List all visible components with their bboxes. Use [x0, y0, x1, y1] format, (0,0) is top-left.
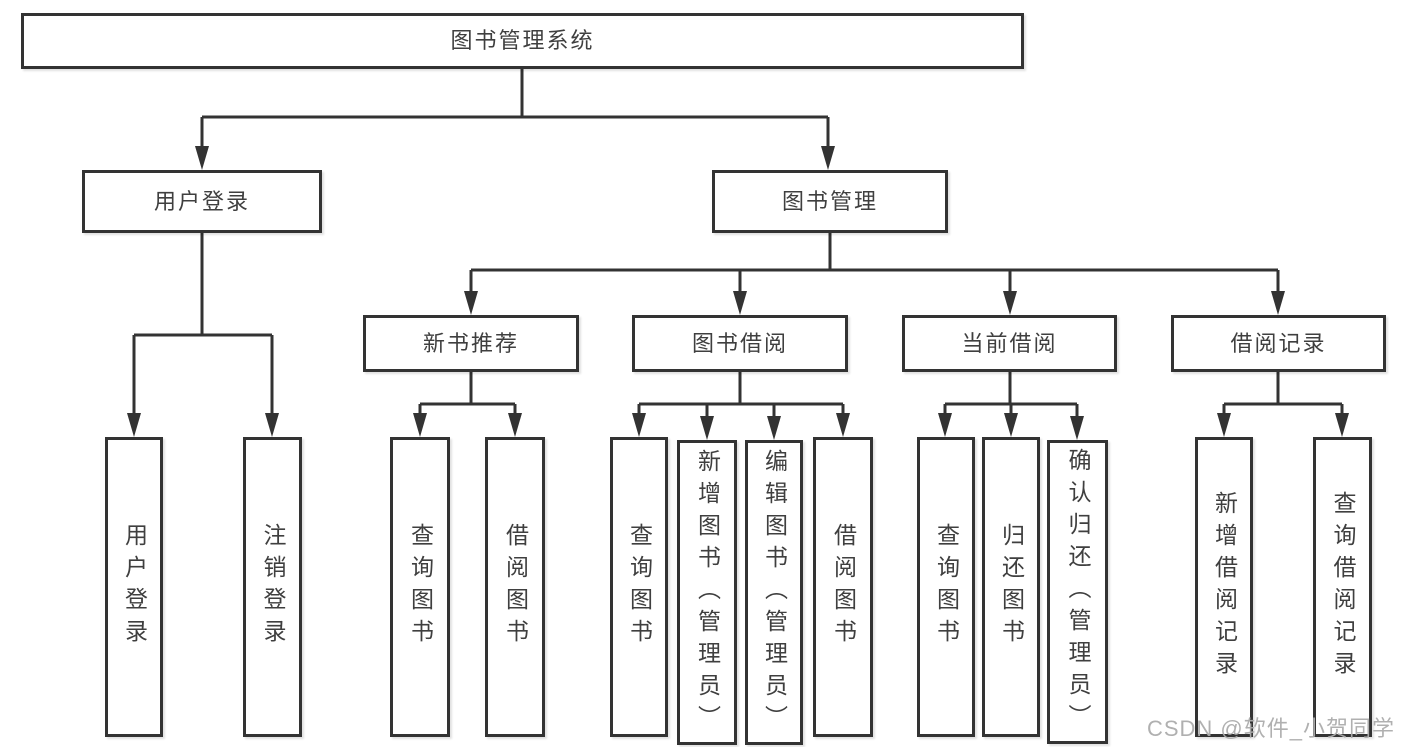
- node-return-book: 归还图书: [982, 437, 1040, 737]
- arrowheads: [127, 146, 1349, 440]
- node-label: 借阅记录: [1230, 330, 1327, 356]
- node-current-borrowing: 当前借阅: [902, 315, 1117, 372]
- node-add-book-admin: 新增图书（管理员）: [677, 440, 737, 745]
- node-label: 图书管理: [781, 188, 878, 214]
- node-query-books-borrowing: 查询图书: [610, 437, 668, 737]
- node-label: 新增图书（管理员）: [694, 448, 721, 737]
- node-confirm-return-admin: 确认归还（管理员）: [1047, 440, 1108, 744]
- watermark: CSDN @软件_小贺同学: [1146, 716, 1395, 741]
- node-label: 查询图书: [933, 523, 960, 651]
- node-user-login-group: 用户登录: [82, 170, 322, 233]
- node-logout: 注销登录: [243, 437, 302, 737]
- node-library-management-system: 图书管理系统: [21, 13, 1024, 69]
- node-borrowing-records: 借阅记录: [1171, 315, 1386, 372]
- node-new-book-recommendation: 新书推荐: [363, 315, 579, 372]
- node-label: 查询借阅记录: [1330, 491, 1356, 683]
- node-book-management: 图书管理: [712, 170, 948, 233]
- node-label: 用户登录: [121, 523, 148, 651]
- node-label: 注销登录: [260, 523, 286, 651]
- node-book-borrowing: 图书借阅: [632, 315, 848, 372]
- node-label: 编辑图书（管理员）: [761, 448, 788, 737]
- node-label: 图书管理系统: [450, 28, 595, 53]
- node-add-borrow-record: 新增借阅记录: [1195, 437, 1253, 737]
- node-label: 用户登录: [153, 188, 250, 214]
- node-query-books-current: 查询图书: [917, 437, 975, 737]
- node-label: 查询图书: [407, 523, 434, 651]
- node-label: 确认归还（管理员）: [1065, 448, 1091, 736]
- node-query-books-recommend: 查询图书: [390, 437, 450, 737]
- node-label: 查询图书: [626, 523, 653, 651]
- node-borrow-books-borrowing: 借阅图书: [813, 437, 873, 737]
- node-label: 新书推荐: [422, 330, 519, 356]
- node-query-borrow-record: 查询借阅记录: [1313, 437, 1372, 737]
- node-label: 借阅图书: [830, 523, 857, 651]
- node-label: 归还图书: [998, 523, 1025, 651]
- node-label: 当前借阅: [961, 330, 1058, 356]
- node-user-login: 用户登录: [105, 437, 163, 737]
- node-label: 图书借阅: [691, 330, 788, 356]
- node-label: 新增借阅记录: [1211, 491, 1238, 683]
- node-edit-book-admin: 编辑图书（管理员）: [745, 440, 803, 745]
- node-label: 借阅图书: [502, 523, 529, 651]
- node-borrow-books-recommend: 借阅图书: [485, 437, 545, 737]
